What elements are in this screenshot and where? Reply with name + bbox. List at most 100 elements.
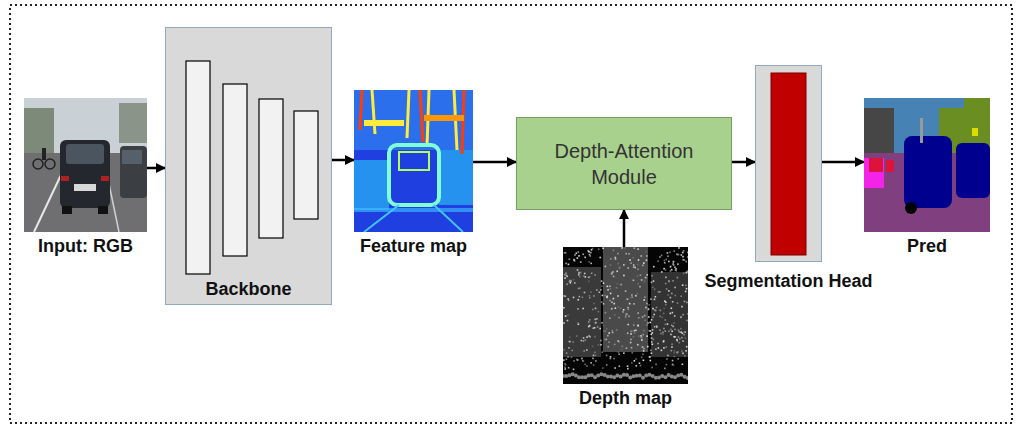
illustration-part <box>646 335 648 337</box>
illustration-part <box>639 362 641 364</box>
illustration-part <box>564 274 566 276</box>
illustration-part <box>655 364 657 366</box>
illustration-part <box>956 143 990 198</box>
illustration-part <box>673 322 675 324</box>
illustration-part <box>61 176 69 181</box>
illustration-part <box>671 307 673 309</box>
illustration-part <box>641 357 643 359</box>
illustration-part <box>683 334 685 336</box>
illustration-part <box>607 346 609 348</box>
illustration-part <box>673 364 675 366</box>
illustration-part <box>603 303 605 305</box>
illustration-part <box>682 284 684 286</box>
illustration-part <box>642 316 644 318</box>
illustration-part <box>354 208 473 212</box>
illustration-part <box>611 330 613 332</box>
illustration-part <box>686 272 688 274</box>
illustration-part <box>972 128 978 136</box>
illustration-part <box>588 321 590 323</box>
illustration-part <box>680 328 682 330</box>
illustration-part <box>637 264 639 266</box>
backbone-box: Backbone <box>165 27 332 305</box>
illustration-part <box>586 336 588 338</box>
illustration-part <box>565 315 567 317</box>
illustration-part <box>668 281 670 283</box>
illustration-part <box>637 325 639 327</box>
illustration-part <box>583 340 585 342</box>
illustration-part <box>659 316 661 318</box>
illustration-part <box>577 269 579 271</box>
illustration-part <box>653 266 655 268</box>
illustration-part <box>641 337 643 339</box>
illustration-part <box>676 352 678 354</box>
illustration-part <box>649 322 651 324</box>
illustration-part <box>920 118 923 143</box>
illustration-part <box>603 325 605 327</box>
illustration-part <box>630 331 632 333</box>
illustration-part <box>665 346 667 348</box>
illustration-part <box>661 255 663 257</box>
illustration-part <box>608 332 610 334</box>
illustration-part <box>673 250 675 252</box>
illustration-part <box>595 322 597 324</box>
illustration-part <box>577 257 579 259</box>
illustration-part <box>563 349 565 351</box>
illustration-part <box>869 158 883 172</box>
illustration-part <box>608 341 610 343</box>
illustration-part <box>60 140 110 208</box>
illustration-part <box>667 355 669 357</box>
illustration-part <box>617 253 619 255</box>
illustration-part <box>354 90 473 232</box>
illustration-part <box>578 288 580 290</box>
illustration-part <box>633 266 635 268</box>
illustration-part <box>602 367 604 369</box>
illustration-part <box>583 275 585 277</box>
illustration-part <box>610 293 612 295</box>
illustration-part <box>577 308 579 310</box>
illustration-part <box>594 336 596 338</box>
illustration-part <box>621 346 623 348</box>
illustration-part <box>664 262 666 264</box>
illustration-part <box>668 330 670 332</box>
illustration-part <box>633 257 635 259</box>
illustration-part <box>687 313 688 315</box>
illustration-part <box>389 145 439 205</box>
illustration-part <box>598 248 600 250</box>
illustration-part <box>665 277 667 279</box>
illustration-part <box>631 294 633 296</box>
arrow-connector <box>822 161 864 164</box>
arrow-connector <box>732 161 755 164</box>
illustration-part <box>648 309 650 311</box>
illustration-part <box>42 148 46 160</box>
illustration-part <box>62 206 72 214</box>
illustration-part <box>630 297 632 299</box>
illustration-part <box>686 376 688 380</box>
illustration-part <box>601 351 603 353</box>
illustration-part <box>577 322 579 324</box>
illustration-part <box>663 340 665 342</box>
illustration-part <box>864 98 990 232</box>
illustration-part <box>24 98 147 232</box>
module-box: Depth-Attention Module <box>516 117 732 210</box>
illustration-part <box>567 356 569 358</box>
illustration-part <box>583 361 585 363</box>
illustration-part <box>585 339 587 341</box>
illustration-part <box>627 307 629 309</box>
illustration-part <box>674 266 676 268</box>
illustration-part <box>653 314 655 316</box>
illustration-part <box>563 267 601 357</box>
illustration-part <box>652 308 654 310</box>
illustration-part <box>600 340 602 342</box>
illustration-part <box>667 323 669 325</box>
image-illustration <box>24 98 147 232</box>
illustration-part <box>674 350 676 352</box>
illustration-part <box>565 272 567 274</box>
layer-bar <box>259 99 283 238</box>
illustration-part <box>119 103 147 143</box>
illustration-part <box>573 297 575 299</box>
illustration-part <box>674 336 676 338</box>
illustration-part <box>614 367 616 369</box>
illustration-part <box>631 352 633 354</box>
image-illustration <box>354 90 473 232</box>
